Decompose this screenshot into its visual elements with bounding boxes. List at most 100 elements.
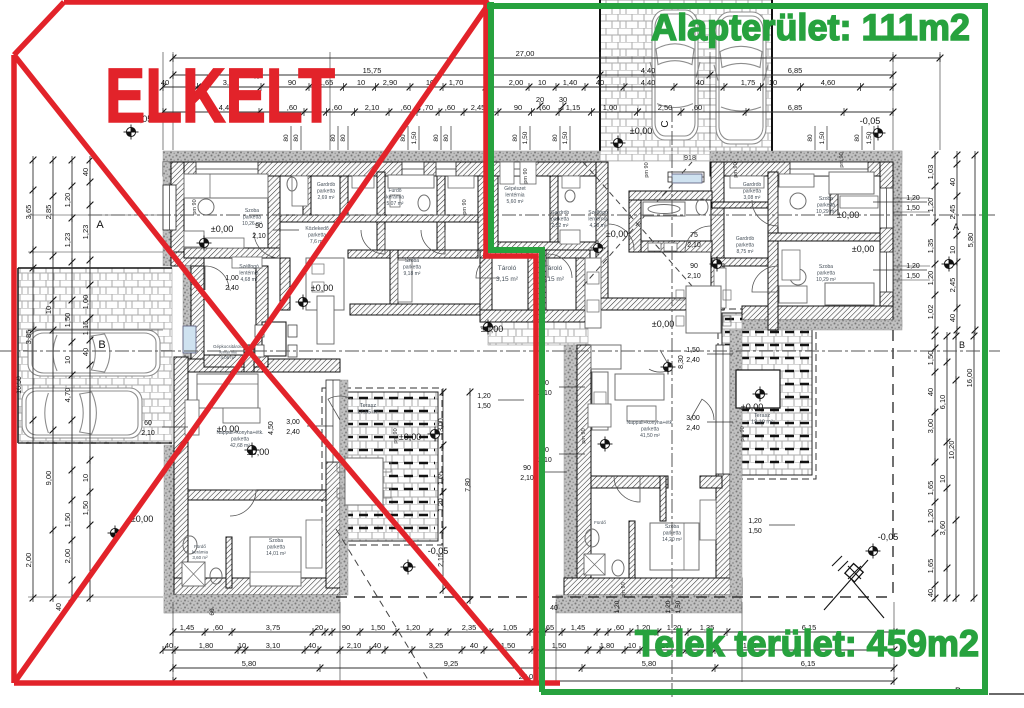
svg-text:parketta: parketta bbox=[736, 243, 754, 249]
svg-text:3,15 m²: 3,15 m² bbox=[542, 276, 565, 283]
svg-text:Szoba: Szoba bbox=[245, 208, 259, 214]
svg-text:±0,00: ±0,00 bbox=[211, 224, 233, 234]
svg-text:Gardrób: Gardrób bbox=[736, 236, 755, 242]
svg-text:,60: ,60 bbox=[213, 623, 223, 632]
svg-text:5,80: 5,80 bbox=[642, 659, 657, 668]
svg-text:1,20: 1,20 bbox=[406, 623, 421, 632]
svg-text:40: 40 bbox=[81, 348, 90, 356]
svg-text:1,20: 1,20 bbox=[477, 393, 491, 400]
svg-text:60: 60 bbox=[144, 420, 152, 427]
svg-text:ELKELT: ELKELT bbox=[105, 53, 335, 139]
svg-text:10: 10 bbox=[357, 78, 365, 87]
svg-text:17,55 m²: 17,55 m² bbox=[357, 410, 379, 416]
svg-text:3,75: 3,75 bbox=[266, 623, 281, 632]
svg-text:,60: ,60 bbox=[445, 103, 455, 112]
svg-text:4,45: 4,45 bbox=[219, 103, 234, 112]
svg-text:Fürdő: Fürdő bbox=[594, 520, 606, 525]
svg-text:2,00: 2,00 bbox=[63, 549, 72, 564]
svg-text:20: 20 bbox=[315, 623, 323, 632]
svg-text:Szélfogó: Szélfogó bbox=[239, 264, 259, 270]
svg-text:pm 90: pm 90 bbox=[644, 162, 650, 177]
svg-text:Nappali+konyha+étk.: Nappali+konyha+étk. bbox=[217, 430, 264, 436]
svg-text:Fürdő: Fürdő bbox=[388, 188, 401, 194]
svg-text:1,50: 1,50 bbox=[748, 528, 762, 535]
svg-text:10,29 m²: 10,29 m² bbox=[816, 209, 836, 215]
svg-text:2,10: 2,10 bbox=[520, 475, 534, 482]
svg-text:pm 90: pm 90 bbox=[462, 199, 468, 214]
svg-text:1,45: 1,45 bbox=[571, 623, 586, 632]
svg-text:parketta: parketta bbox=[317, 189, 335, 195]
svg-text:2,45: 2,45 bbox=[471, 103, 486, 112]
svg-text:2,10: 2,10 bbox=[538, 457, 552, 464]
svg-text:3,00: 3,00 bbox=[438, 418, 445, 432]
svg-text:1,50: 1,50 bbox=[81, 501, 90, 516]
svg-text:parketta: parketta bbox=[743, 189, 761, 195]
svg-text:1,20: 1,20 bbox=[636, 623, 651, 632]
svg-text:80: 80 bbox=[854, 134, 861, 142]
svg-text:80: 80 bbox=[400, 134, 407, 142]
svg-text:8,75 m²: 8,75 m² bbox=[737, 249, 754, 255]
svg-text:1,80: 1,80 bbox=[600, 641, 615, 650]
svg-text:Szoba: Szoba bbox=[819, 196, 833, 202]
svg-text:1,20: 1,20 bbox=[63, 193, 72, 208]
svg-text:1,65: 1,65 bbox=[438, 471, 445, 485]
svg-text:,60: ,60 bbox=[401, 103, 411, 112]
svg-text:90: 90 bbox=[255, 223, 263, 230]
svg-text:-0,05: -0,05 bbox=[860, 116, 881, 126]
svg-text:3,85: 3,85 bbox=[24, 330, 33, 345]
svg-text:60: 60 bbox=[209, 608, 216, 616]
svg-text:5,80: 5,80 bbox=[966, 233, 975, 248]
svg-text:kerámia: kerámia bbox=[386, 195, 404, 201]
svg-text:1,20: 1,20 bbox=[667, 623, 682, 632]
svg-text:1,80: 1,80 bbox=[199, 641, 214, 650]
svg-text:40: 40 bbox=[373, 641, 381, 650]
svg-text:2,00: 2,00 bbox=[509, 78, 524, 87]
svg-text:42,68 m²: 42,68 m² bbox=[230, 443, 250, 449]
svg-text:1,00: 1,00 bbox=[81, 295, 90, 310]
svg-text:2,10: 2,10 bbox=[687, 242, 701, 249]
svg-text:16,50: 16,50 bbox=[16, 376, 23, 394]
svg-text:80: 80 bbox=[283, 134, 290, 142]
svg-text:9,25: 9,25 bbox=[444, 659, 459, 668]
svg-text:41,50 m²: 41,50 m² bbox=[640, 433, 660, 439]
svg-text:1,20: 1,20 bbox=[665, 600, 672, 613]
svg-text:2,40: 2,40 bbox=[286, 429, 300, 436]
svg-text:,70: ,70 bbox=[423, 103, 433, 112]
svg-text:10: 10 bbox=[948, 246, 957, 254]
svg-text:1,20: 1,20 bbox=[926, 509, 935, 524]
svg-text:±0,00: ±0,00 bbox=[652, 319, 674, 329]
svg-text:Gépészet: Gépészet bbox=[504, 186, 526, 192]
svg-text:1,70: 1,70 bbox=[449, 78, 464, 87]
svg-text:40: 40 bbox=[81, 168, 90, 176]
svg-text:40: 40 bbox=[308, 641, 316, 650]
svg-text:90: 90 bbox=[523, 465, 531, 472]
svg-text:±0,00: ±0,00 bbox=[131, 514, 153, 524]
svg-text:Közlekedő: Közlekedő bbox=[305, 226, 329, 232]
svg-text:1,50: 1,50 bbox=[819, 131, 826, 144]
svg-text:4,20 m²: 4,20 m² bbox=[590, 223, 607, 229]
svg-text:±0,00: ±0,00 bbox=[630, 126, 652, 136]
svg-text:3,00: 3,00 bbox=[686, 415, 700, 422]
svg-text:80: 80 bbox=[330, 134, 337, 142]
svg-text:,60: ,60 bbox=[614, 623, 624, 632]
svg-text:1,03: 1,03 bbox=[926, 165, 935, 180]
svg-text:pm 90: pm 90 bbox=[621, 582, 627, 597]
svg-text:3,25: 3,25 bbox=[429, 641, 444, 650]
svg-text:6,10: 6,10 bbox=[938, 395, 947, 410]
svg-text:1,50: 1,50 bbox=[675, 600, 682, 613]
svg-text:10: 10 bbox=[44, 306, 53, 314]
svg-text:±0,00: ±0,00 bbox=[217, 424, 239, 434]
svg-text:1,23: 1,23 bbox=[63, 233, 72, 248]
svg-text:1,50: 1,50 bbox=[906, 273, 920, 280]
svg-text:3,15 m²: 3,15 m² bbox=[496, 276, 519, 283]
svg-text:10: 10 bbox=[63, 356, 72, 364]
svg-text:C: C bbox=[660, 120, 671, 127]
svg-text:,60: ,60 bbox=[287, 103, 297, 112]
svg-text:18,10 m²: 18,10 m² bbox=[751, 420, 773, 426]
svg-text:1,20: 1,20 bbox=[906, 195, 920, 202]
svg-text:3,08 m²: 3,08 m² bbox=[744, 195, 761, 201]
svg-text:80: 80 bbox=[512, 134, 519, 142]
svg-text:Szoba: Szoba bbox=[269, 538, 283, 544]
svg-text:parketta: parketta bbox=[403, 265, 421, 271]
svg-text:parketta: parketta bbox=[641, 427, 659, 433]
